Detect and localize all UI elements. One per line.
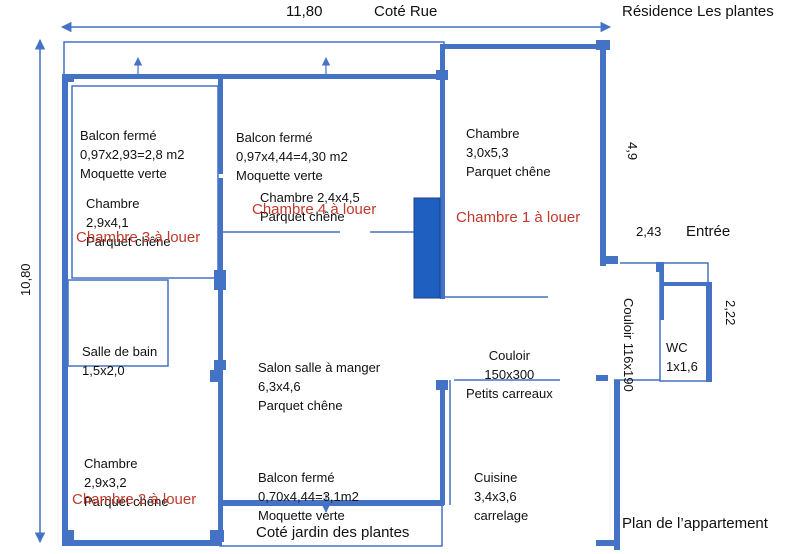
plan-title: Plan de l’appartement [622,515,768,532]
garden-side-label: Coté jardin des plantes [256,524,410,541]
entrance-width-label: 2,43 [636,224,662,239]
thick-walls [62,40,712,550]
entrance-label: Entrée [686,223,731,240]
closet-block [413,197,441,299]
street-side-label: Coté Rue [374,3,438,20]
left-dimension-label: 10,80 [18,263,33,296]
chambre-2-rent-label: Chambre 2 à louer [72,491,197,508]
chambre-1-rent-label: Chambre 1 à louer [456,209,581,226]
right-top-dimension-label: 4,9 [625,142,640,161]
chambre-3-rent-label: Chambre 3 à louer [76,229,201,246]
chambre-4-rent-label: Chambre 4 à louer [252,201,377,218]
couloir-small-label: Couloir 116x190 [621,298,636,392]
top-dimension-label: 11,80 [286,3,323,20]
thin-walls [63,41,709,547]
wc-dimension-label: 2,22 [723,300,738,326]
residence-label: Résidence Les plantes [622,3,774,20]
